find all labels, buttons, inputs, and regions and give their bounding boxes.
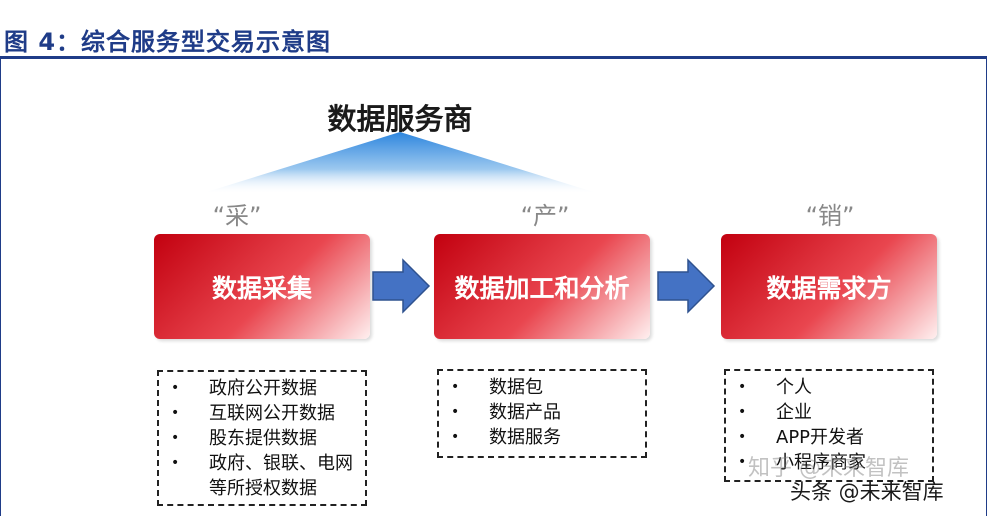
provider-fan-shape (200, 132, 600, 194)
bullet-icon: • (738, 404, 747, 420)
list-item: •股东提供数据 (171, 428, 317, 449)
stage-box-collect: 数据采集 (154, 234, 370, 339)
collect-sources-list: •政府公开数据 •互联网公开数据 •股东提供数据 •政府、银联、电网等所授权数据 (157, 370, 367, 506)
produce-outputs-list: •数据包 •数据产品 •数据服务 (437, 369, 647, 458)
frame-left-border (0, 59, 1, 516)
title-rule (0, 56, 987, 59)
stage-box-sell: 数据需求方 (721, 234, 937, 339)
bullet-icon: • (171, 380, 180, 396)
list-item: •互联网公开数据 (171, 403, 335, 424)
stage-label-collect: 数据采集 (211, 273, 312, 303)
demand-parties-list: •个人 •企业 •APP开发者 •小程序商家 (724, 369, 934, 482)
stage-label-sell: 数据需求方 (766, 273, 892, 303)
list-item: •个人 (738, 377, 812, 398)
bullet-icon: • (738, 454, 747, 470)
list-item: •政府公开数据 (171, 378, 317, 399)
figure-header: 图 4：综合服务型交易示意图 (0, 0, 987, 56)
bullet-icon: • (171, 405, 180, 421)
list-item: •APP开发者 (738, 427, 865, 448)
figure-title: 图 4：综合服务型交易示意图 (4, 28, 332, 56)
list-item: •企业 (738, 402, 812, 423)
bullet-icon: • (738, 379, 747, 395)
arrow-right-icon (657, 258, 716, 314)
watermark-zhihu: 知乎 @未来智库 (748, 456, 909, 481)
list-item: •政府、银联、电网等所授权数据 (171, 453, 353, 499)
stage-box-produce: 数据加工和分析 (434, 234, 650, 339)
arrow-right-icon (372, 258, 431, 314)
bullet-icon: • (451, 404, 460, 420)
stage-tag-produce: “产” (520, 202, 570, 230)
list-item: •数据包 (451, 377, 543, 398)
list-item: •小程序商家 (738, 452, 866, 473)
bullet-icon: • (171, 430, 180, 446)
bullet-icon: • (171, 455, 180, 471)
bullet-icon: • (451, 429, 460, 445)
watermark-toutiao: 头条 @未来智库 (790, 480, 944, 504)
list-item: •数据服务 (451, 427, 561, 448)
data-service-provider-label: 数据服务商 (327, 102, 473, 136)
stage-label-produce: 数据加工和分析 (454, 273, 630, 303)
bullet-icon: • (451, 379, 460, 395)
bullet-icon: • (738, 429, 747, 445)
stage-tag-collect: “采” (212, 202, 262, 230)
list-item: •数据产品 (451, 402, 561, 423)
stage-tag-sell: “销” (805, 202, 855, 230)
